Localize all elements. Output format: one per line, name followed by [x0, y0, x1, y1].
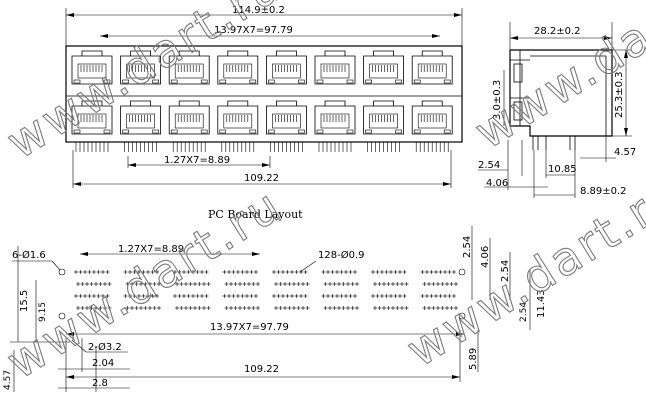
housing-outline — [65, 45, 463, 143]
mount-holes-label: 6-Ø1.6 — [12, 249, 46, 261]
port-pitch-label: 13.97X7=97.79 — [214, 25, 293, 36]
rj45-port-bottom — [71, 100, 113, 135]
pcb-dim-254c: 2.54 — [519, 302, 529, 322]
side-dim-1085: 10.85 — [548, 164, 577, 175]
overall-width-label: 114.9±0.2 — [232, 5, 285, 16]
pcb-hole-field — [58, 268, 466, 320]
mount-hole — [458, 268, 466, 276]
side-height-label: 25.3±0.3 — [614, 71, 625, 118]
mount-hole — [58, 312, 66, 320]
rj45-port-top — [411, 50, 453, 85]
pin-holes-label: 128-Ø0.9 — [318, 249, 364, 261]
rj45-port-top — [363, 50, 404, 85]
pcb-pin-pitch-label: 1.27X7=8.89 — [118, 244, 184, 255]
pcb-layout-title: PC Board Layout — [208, 208, 303, 221]
side-dim-254: 2.54 — [478, 160, 500, 171]
pcb-dim-204: 2.04 — [92, 358, 114, 369]
watermarks: www.dart.ru www.dart.ru www.dart.ru www.… — [0, 0, 646, 390]
rj45-port-bottom — [314, 100, 356, 135]
rj45-port-bottom — [266, 100, 307, 135]
pcb-pitch-total-label: 13.97X7=97.79 — [210, 322, 289, 333]
guide-holes-label: 2-Ø3.2 — [88, 341, 122, 353]
watermark-1: www.dart.ru — [0, 0, 292, 169]
side-mid-height-label: 3.0±0.3 — [492, 80, 503, 120]
front-pins — [75, 142, 449, 152]
rj45-port-top — [168, 50, 210, 85]
pcb-dim-254b: 2.54 — [500, 260, 511, 282]
pin-pitch-label: 1.27X7=8.89 — [164, 155, 230, 166]
pcb-dim-28: 2.8 — [92, 378, 108, 389]
rj45-port-top — [314, 50, 356, 85]
side-dim-457: 4.57 — [614, 147, 636, 158]
rj45-port-bottom — [168, 100, 210, 135]
pcb-dim-254a: 2.54 — [462, 236, 473, 258]
watermark-3: www.dart.ru — [397, 166, 646, 378]
pcb-dim-155: 15.5 — [19, 290, 30, 312]
rj45-port-bottom — [363, 100, 404, 135]
rj45-port-top — [120, 50, 161, 85]
side-view: 28.2±0.2 25.3±0.3 3.0±0.3 2.54 4.06 — [478, 22, 636, 198]
pcb-dim-406: 4.06 — [480, 246, 491, 268]
pcb-dim-457: 4.57 — [3, 370, 13, 390]
side-dim-406: 4.06 — [486, 178, 508, 189]
pin-span-label: 109.22 — [244, 173, 279, 184]
side-dim-889: 8.89±0.2 — [580, 186, 627, 197]
rj45-port-top — [266, 50, 307, 85]
rj45-port-top — [71, 50, 113, 85]
pcb-dim-589: 5.89 — [468, 348, 479, 370]
rj45-port-bottom — [120, 100, 161, 135]
rj45-port-top — [217, 50, 259, 85]
pcb-dim-1143: 11.43 — [536, 289, 547, 318]
rj45-port-bottom — [217, 100, 259, 135]
rj45-port-bottom — [411, 100, 453, 135]
pcb-span-label: 109.22 — [244, 364, 279, 375]
front-view: 114.9±0.2 13.97X7=97.79 1.27X7=8.89 109.… — [65, 5, 463, 188]
pcb-layout: PC Board Layout 6-Ø1.6 1.27X7=8.89 128-Ø… — [3, 208, 547, 392]
mount-hole — [58, 268, 66, 276]
pcb-dim-915: 9.15 — [38, 302, 48, 322]
rj45-ports — [71, 50, 453, 135]
watermark-2: www.dart.ru — [0, 178, 292, 390]
mount-hole — [458, 312, 466, 320]
side-depth-label: 28.2±0.2 — [534, 26, 581, 37]
